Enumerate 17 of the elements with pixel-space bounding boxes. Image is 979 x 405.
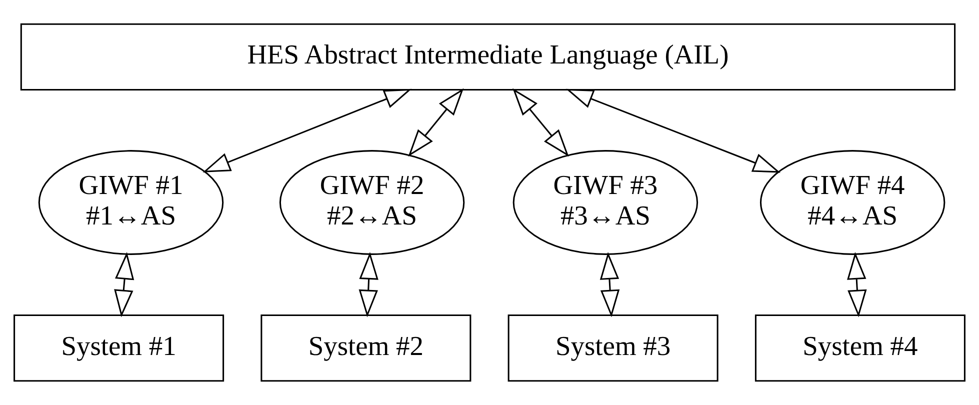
arrow	[600, 252, 620, 318]
arrow	[566, 88, 780, 173]
arrow	[202, 88, 412, 172]
node-ellipse: GIWF #4 #4↔AS	[760, 150, 946, 255]
arrow	[358, 252, 378, 318]
node-box: System #3	[508, 314, 718, 382]
node-box: System #4	[754, 314, 966, 382]
node-ellipse: GIWF #2 #2↔AS	[279, 150, 465, 255]
node-box: System #2	[260, 314, 472, 382]
arrow	[847, 252, 867, 318]
arrow	[114, 252, 134, 318]
node-ellipse: GIWF #1 #1↔AS	[38, 150, 224, 255]
node-box: HES Abstract Intermediate Language (AIL)	[20, 23, 956, 90]
arrow	[512, 88, 569, 157]
node-ellipse: GIWF #3 #3↔AS	[512, 150, 698, 255]
arrow	[408, 88, 464, 157]
node-box: System #1	[14, 314, 224, 382]
